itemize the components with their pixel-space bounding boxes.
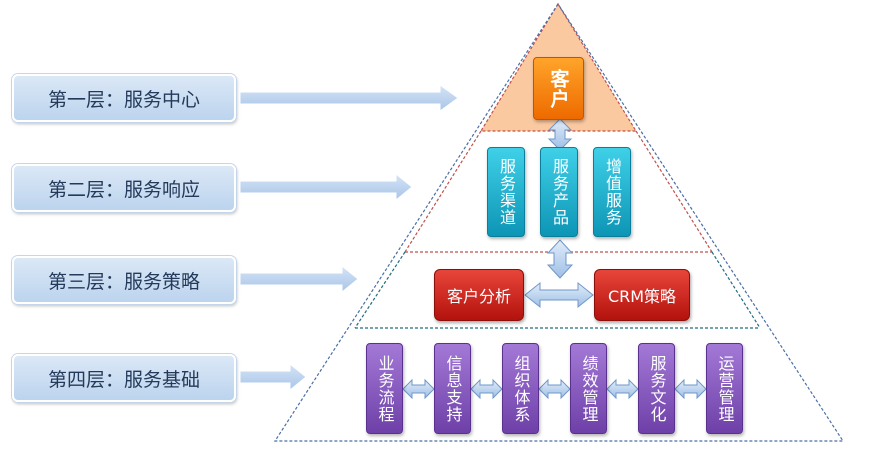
tier4-connector-1 (402, 378, 435, 400)
tier4-performance-box: 绩效管理 (570, 343, 607, 434)
crm-strategy-box: CRM策略 (594, 269, 690, 321)
tier2-left-edge (404, 130, 482, 253)
tier2-service-channel-box: 服务渠道 (487, 147, 525, 237)
layer1-arrow (239, 84, 459, 112)
tier4-info-support-label: 信息支持 (443, 354, 463, 423)
customer-box: 客户 (533, 57, 584, 120)
pyramid-outline (273, 2, 845, 442)
tier4-connector-4 (606, 378, 639, 400)
tier2-service-product-label: 服务产品 (550, 158, 569, 226)
tier2-service-product-box: 服务产品 (540, 147, 578, 237)
tier4-operations-label: 运营管理 (715, 354, 735, 423)
connector-tier2-tier3 (546, 239, 574, 279)
tier2-right-edge (635, 130, 713, 253)
tier4-business-process-box: 业务流程 (366, 343, 403, 434)
tier4-org-system-label: 组织体系 (511, 354, 531, 423)
layer2-label: 第二层：服务响应 (12, 164, 236, 212)
layer4-arrow (239, 362, 307, 392)
connector-analysis-crm (524, 281, 594, 309)
tier4-service-culture-label: 服务文化 (647, 354, 667, 423)
tier4-connector-2 (470, 378, 503, 400)
tier2-service-channel-label: 服务渠道 (497, 158, 516, 226)
customer-analysis-box: 客户分析 (434, 269, 524, 321)
tier3-left-edge (354, 251, 406, 329)
layer3-label: 第三层：服务策略 (12, 256, 236, 304)
layer3-arrow (239, 264, 359, 294)
tier2-value-added-label: 增值服务 (603, 158, 622, 226)
customer-analysis-label: 客户分析 (446, 287, 511, 306)
tier4-connector-5 (674, 378, 707, 400)
layer2-arrow (239, 172, 413, 202)
tier3-right-edge (711, 251, 761, 329)
crm-strategy-label: CRM策略 (607, 287, 677, 306)
customer-label: 客户 (547, 68, 570, 109)
tier4-connector-3 (538, 378, 571, 400)
tier4-info-support-box: 信息支持 (434, 343, 471, 434)
layer1-label: 第一层：服务中心 (12, 74, 236, 122)
tier4-org-system-box: 组织体系 (502, 343, 539, 434)
layer4-label: 第四层：服务基础 (12, 354, 236, 402)
tier4-operations-box: 运营管理 (706, 343, 743, 434)
tier4-business-process-label: 业务流程 (375, 354, 395, 423)
tier4-performance-label: 绩效管理 (579, 354, 599, 423)
tier4-service-culture-box: 服务文化 (638, 343, 675, 434)
tier2-value-added-box: 增值服务 (593, 147, 631, 237)
